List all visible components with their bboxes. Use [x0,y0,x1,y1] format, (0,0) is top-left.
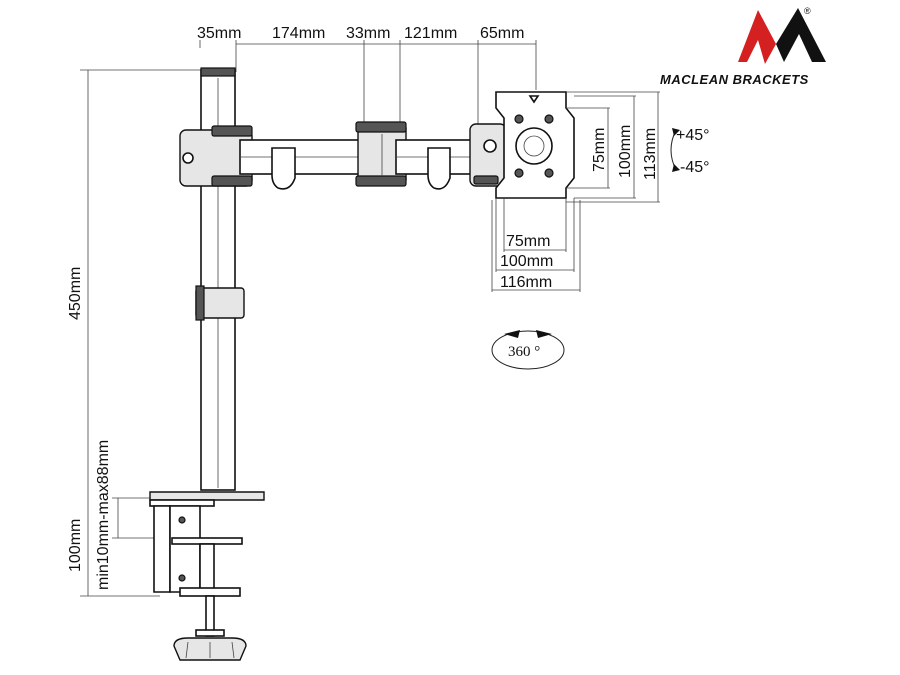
pole-height-dimension [80,69,204,597]
dim-vesa-bottom-75mm: 75mm [506,233,550,250]
desk-clamp [149,491,265,597]
logo-m-left [738,10,776,64]
dim-vesa-right-100mm: 100mm [617,125,634,178]
arm-segment-1 [239,139,371,190]
arm-shoulder [179,125,253,187]
vesa-right-dimensions [566,91,660,203]
brand-logo: ® MACLEAN BRACKETS [660,6,826,87]
dim-top-33mm: 33mm [346,25,390,42]
dim-clamp-range: min10mm-max88mm [95,440,112,590]
dim-rotation-360: 360 ° [508,344,540,360]
tilt-arc [670,128,680,172]
dim-top-35mm: 35mm [197,25,241,42]
dim-tilt-up: +45° [676,127,710,144]
dim-tilt-down: -45° [680,159,710,176]
logo-registered-mark: ® [804,6,811,16]
arm-head-joint [469,123,507,187]
dim-vesa-right-75mm: 75mm [591,128,608,172]
dim-top-174mm: 174mm [272,25,325,42]
dim-vesa-right-113mm: 113mm [642,128,659,180]
vesa-bottom-dimensions [491,198,581,292]
arm-elbow [355,121,407,187]
dim-top-121mm: 121mm [404,25,457,42]
logo-m-right [776,8,826,62]
dim-vesa-bottom-116mm: 116mm [500,274,552,291]
dim-vesa-bottom-100mm: 100mm [500,253,553,270]
rotation-indicator [491,330,565,370]
top-dimension-lines [199,40,537,125]
dim-450mm: 450mm [67,267,84,320]
dim-top-65mm: 65mm [480,25,524,42]
logo-brand-name: MACLEAN BRACKETS [660,72,809,87]
pole-collar [195,285,245,321]
vesa-plate [495,91,575,199]
clamp-screw [173,595,247,661]
dim-clamp-100mm: 100mm [67,519,84,572]
